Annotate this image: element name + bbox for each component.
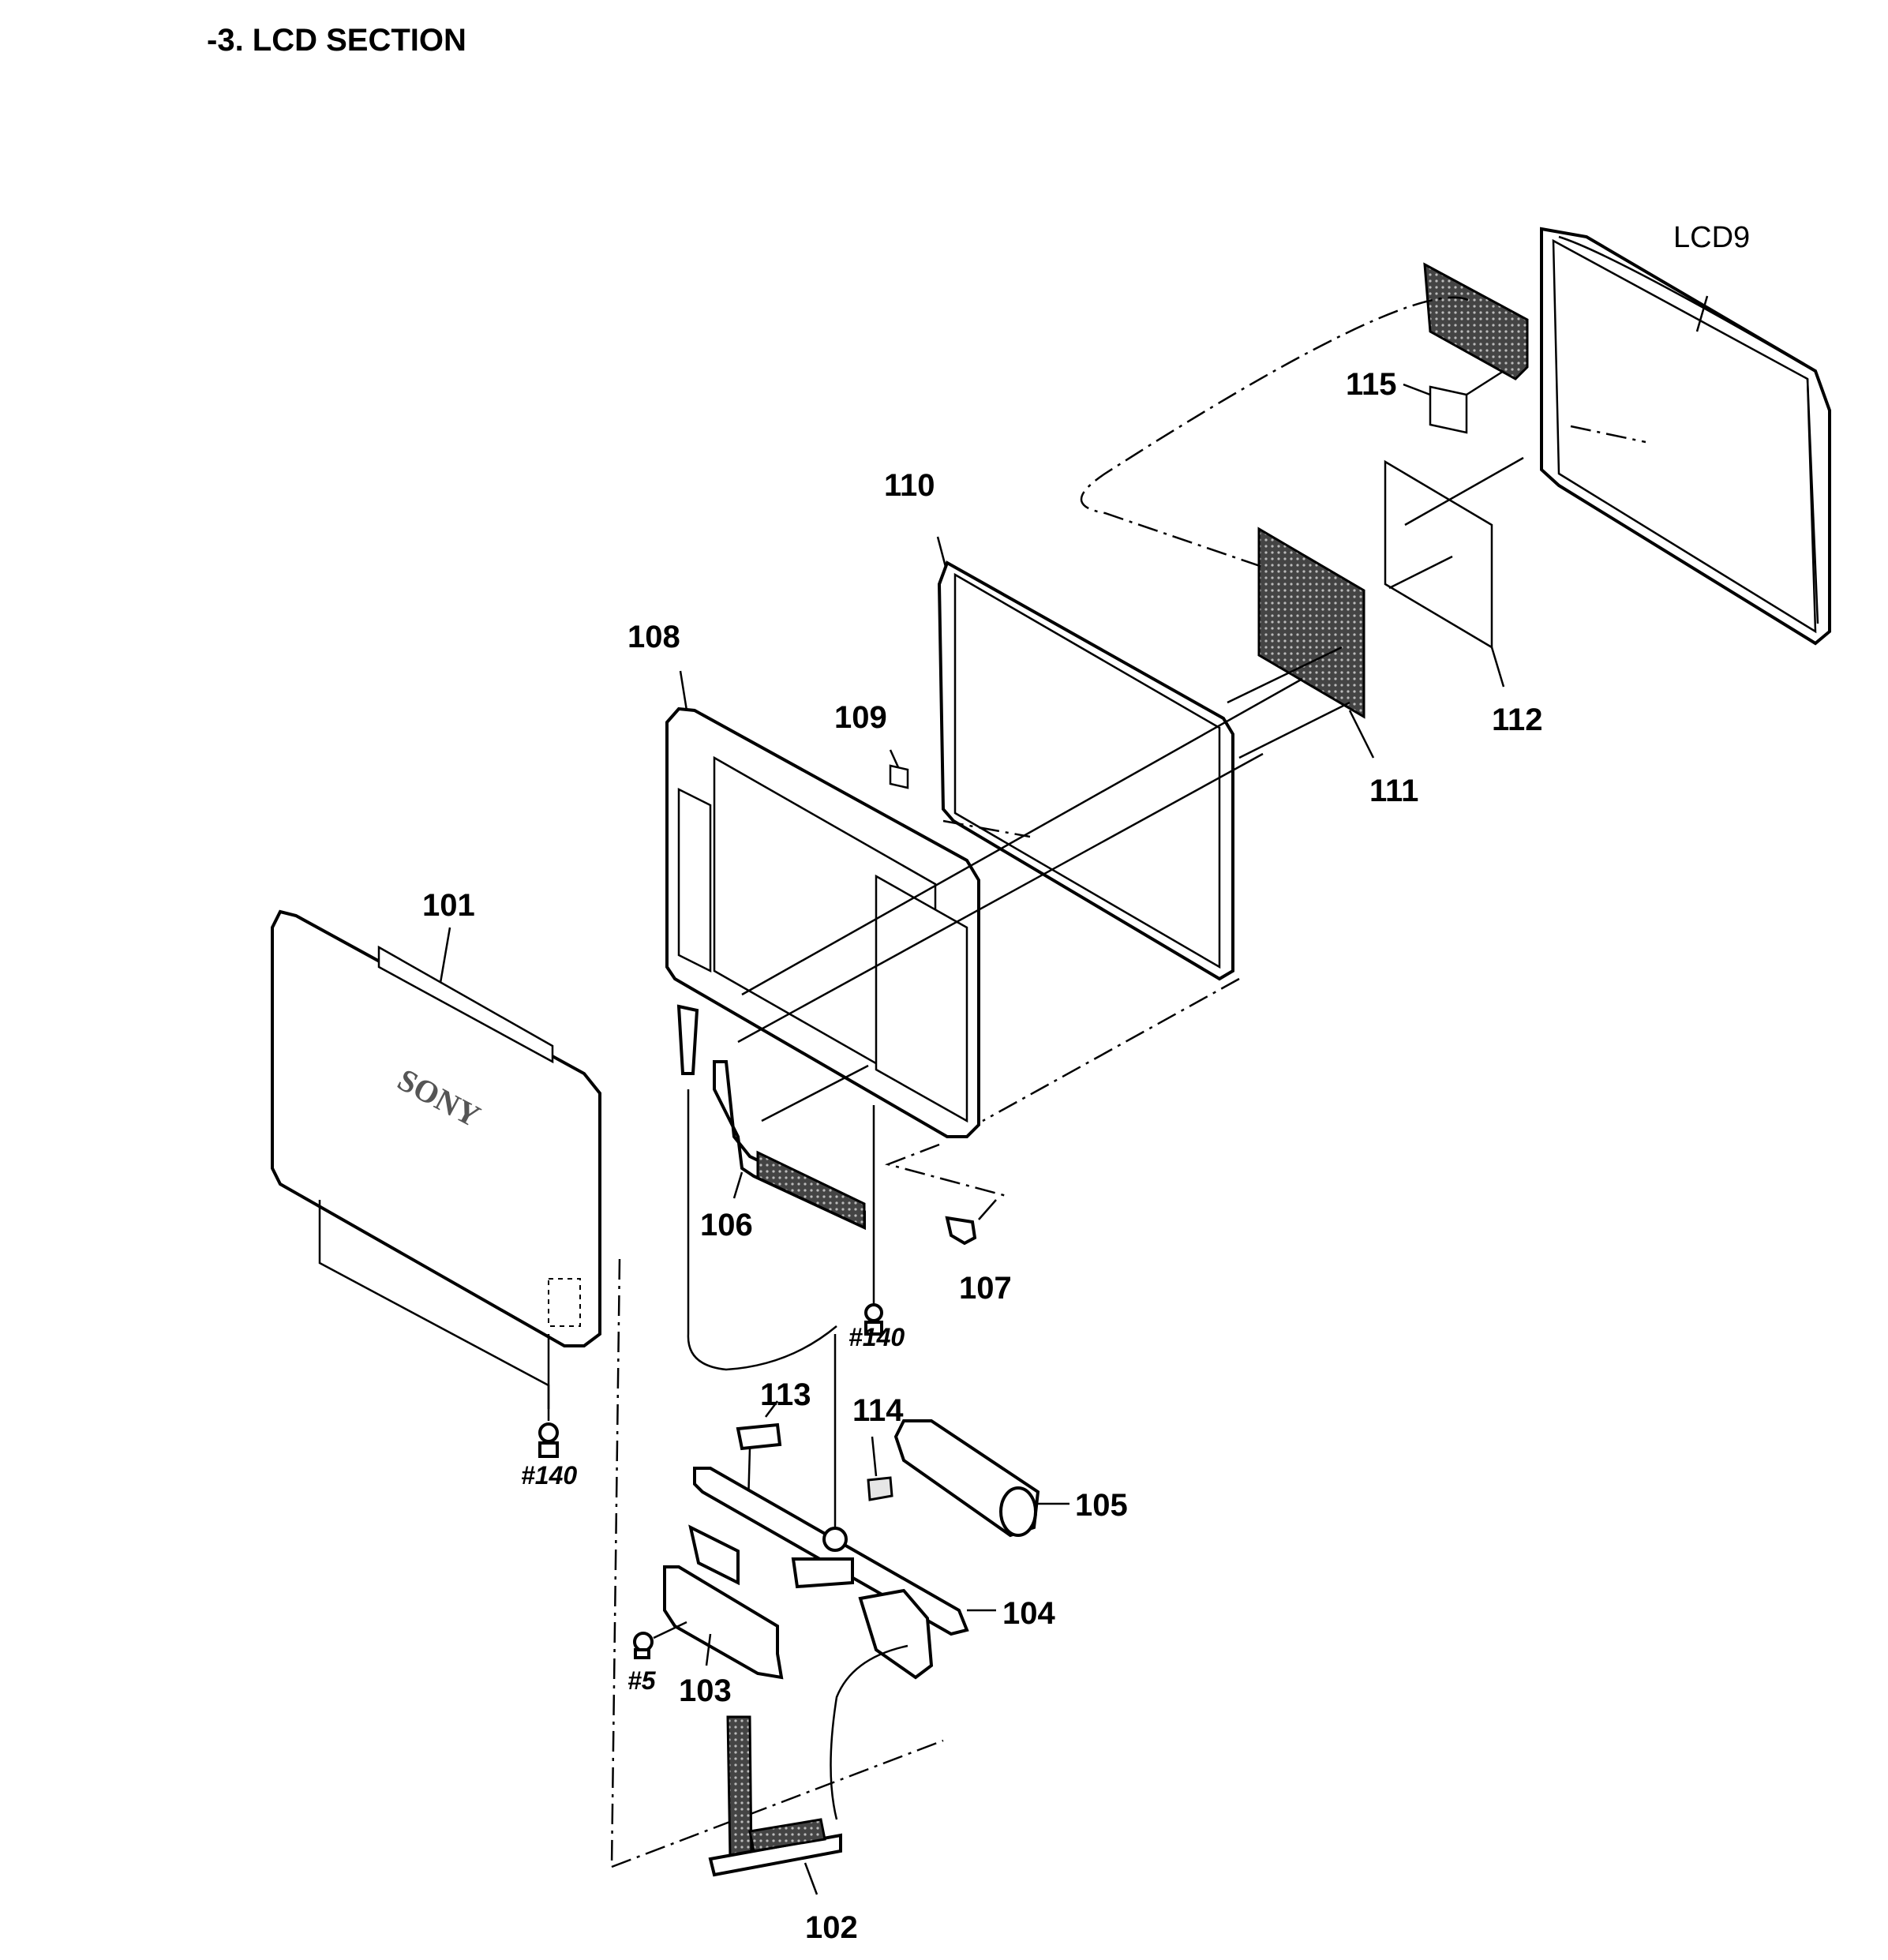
part-110-frame — [936, 536, 1234, 981]
part-106-flex-cable — [713, 1060, 866, 1231]
label-103: 103 — [679, 1673, 732, 1708]
label-115: 115 — [1346, 367, 1397, 402]
label-104: 104 — [1002, 1596, 1055, 1631]
label-112: 112 — [1492, 703, 1543, 737]
part-102-flex-cable — [708, 1644, 908, 1895]
perspective-guides — [737, 456, 1524, 1122]
screw-5 — [633, 1621, 687, 1659]
label-screw-5: #5 — [627, 1666, 657, 1695]
label-111: 111 — [1369, 774, 1418, 808]
part-108-inner-frame — [665, 670, 980, 1138]
part-111-mesh — [1257, 527, 1375, 759]
label-screw-140-left: #140 — [521, 1461, 577, 1490]
label-114: 114 — [852, 1393, 904, 1428]
part-109-pad — [889, 749, 909, 789]
label-110: 110 — [884, 468, 935, 503]
label-109: 109 — [834, 700, 887, 735]
assembly-guide-lines — [610, 296, 1646, 1868]
part-103-bracket — [663, 1565, 784, 1680]
lcd-backlight-mesh — [1423, 262, 1529, 380]
label-108: 108 — [627, 620, 680, 654]
small-flex-lead — [676, 1004, 837, 1371]
part-104-hinge-plate — [688, 1334, 996, 1680]
part-107-clip — [945, 1199, 997, 1246]
label-106: 106 — [700, 1208, 753, 1242]
part-112-sheet — [1384, 459, 1505, 688]
part-114-block — [867, 1436, 893, 1501]
screw-140-middle — [864, 1105, 883, 1336]
part-101-back-cover: SONY — [271, 909, 601, 1409]
label-101: 101 — [422, 888, 475, 923]
label-107: 107 — [959, 1271, 1012, 1306]
lcd-panel-lcd9 — [1540, 227, 1831, 646]
screw-140-left — [538, 1334, 559, 1458]
part-115-sheet — [1403, 369, 1504, 434]
label-113: 113 — [760, 1377, 811, 1412]
label-lcd9: LCD9 — [1673, 221, 1750, 254]
part-105-hinge-cover — [893, 1419, 1069, 1538]
section-title: -3. LCD SECTION — [207, 23, 466, 58]
label-102: 102 — [805, 1910, 858, 1945]
label-screw-140-middle: #140 — [848, 1323, 905, 1351]
label-105: 105 — [1075, 1488, 1128, 1523]
